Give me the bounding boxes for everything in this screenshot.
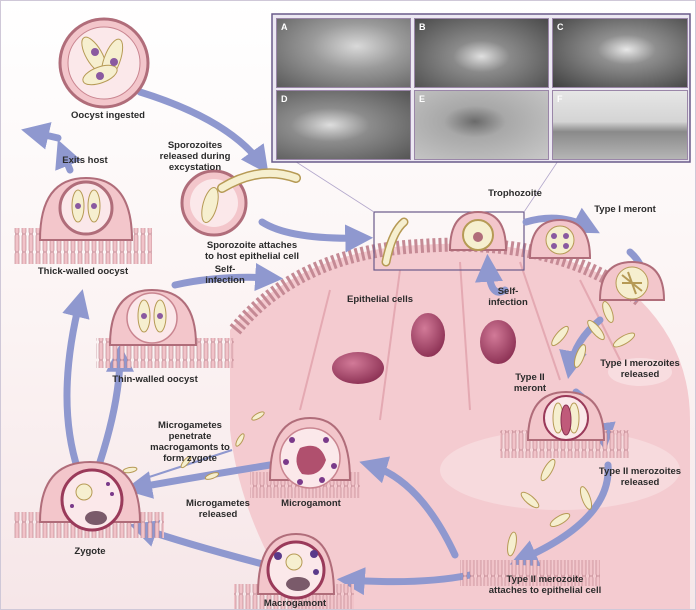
label-type-1-meront: Type I meront	[580, 204, 670, 215]
micrograph-panel-a: A	[276, 18, 411, 88]
panel-letter: E	[419, 94, 425, 104]
label-exits-host: Exits host	[50, 155, 120, 166]
ingested-oocyst	[60, 19, 148, 107]
panel-letter: A	[281, 22, 288, 32]
thin-walled-oocyst-figure	[96, 290, 234, 368]
label-thick-walled-oocyst: Thick-walled oocyst	[18, 266, 148, 277]
label-oocyst-ingested: Oocyst ingested	[58, 110, 158, 121]
label-macrogamont: Macrogamont	[250, 598, 340, 609]
panel-letter: F	[557, 94, 563, 104]
thick-walled-oocyst-figure	[14, 178, 152, 264]
panel-letter: B	[419, 22, 426, 32]
panel-letter: C	[557, 22, 564, 32]
label-sporozoite-attaches: Sporozoite attaches to host epithelial c…	[182, 240, 322, 262]
label-microgametes-penetrate: Microgametes penetrate macrogamonts to f…	[140, 420, 240, 464]
label-thin-walled-oocyst: Thin-walled oocyst	[90, 374, 220, 385]
micrograph-panel-e: E	[414, 90, 549, 160]
epithelial-nucleus	[332, 352, 384, 384]
micrograph-panel-c: C	[552, 18, 688, 88]
label-microgametes-released: Microgametes released	[168, 498, 268, 520]
panel-letter: D	[281, 94, 288, 104]
excystation-oocyst	[182, 171, 296, 235]
micrograph-panel-d: D	[276, 90, 411, 160]
label-self-infection-right: Self- infection	[478, 286, 538, 308]
label-self-infection-left: Self- infection	[190, 264, 260, 286]
label-trophozoite: Trophozoite	[470, 188, 560, 199]
label-type-2-merozoites: Type II merozoites released	[590, 466, 690, 488]
micrograph-panel-f: F	[552, 90, 688, 160]
label-microgamont: Microgamont	[266, 498, 356, 509]
epithelial-nucleus	[480, 320, 516, 364]
epithelial-nucleus	[411, 313, 445, 357]
label-type-1-merozoites: Type I merozoites released	[590, 358, 690, 380]
label-zygote: Zygote	[60, 546, 120, 557]
label-sporozoites-released: Sporozoites released during excystation	[140, 140, 250, 173]
label-epithelial-cells: Epithelial cells	[330, 294, 430, 305]
label-type-2-attaches: Type II merozoite attaches to epithelial…	[470, 574, 620, 596]
label-type-2-meront: Type II meront	[500, 372, 560, 394]
micrograph-panel-b: B	[414, 18, 549, 88]
zygote-figure	[14, 462, 164, 538]
